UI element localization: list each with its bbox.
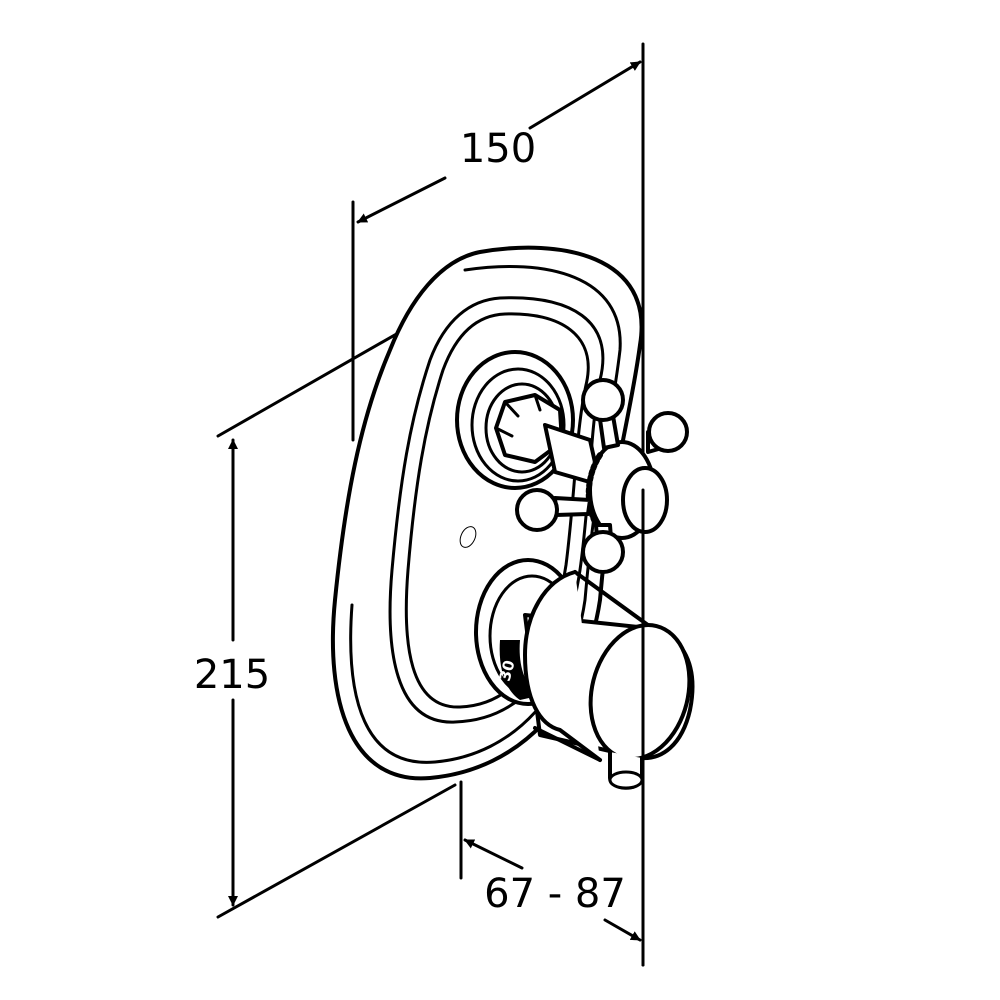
cross-ball-right-icon — [647, 411, 689, 453]
cross-handle-valve — [455, 350, 689, 574]
cross-ball-bottom-icon — [581, 530, 625, 574]
escutcheon-rim — [349, 265, 622, 764]
cross-arm-left — [553, 496, 592, 517]
cross-ball-top-icon — [581, 378, 625, 422]
height-dimension: 215 — [194, 438, 270, 907]
scale-label: 30 — [496, 658, 519, 683]
width-label: 150 — [460, 126, 536, 172]
projection-arrow-right — [603, 918, 642, 942]
cross-ball-left-icon — [515, 488, 559, 532]
screw-hole-icon — [459, 526, 477, 548]
knob-stem-end — [608, 770, 644, 790]
width-arrow-right — [528, 60, 642, 130]
center-cap-icon — [621, 466, 669, 534]
projection-arrow-left — [463, 838, 524, 870]
knob-side — [523, 570, 602, 762]
projection-label: 67 - 87 — [484, 871, 626, 917]
height-label: 215 — [194, 652, 270, 698]
inner-plate-inner — [404, 312, 590, 709]
knob-top-edge — [573, 570, 654, 630]
thermostat-knob: 30 — [474, 558, 695, 790]
width-dimension: 150 — [356, 60, 642, 224]
projection-dimension: 67 - 87 — [463, 838, 642, 942]
width-arrow-left — [356, 176, 447, 224]
